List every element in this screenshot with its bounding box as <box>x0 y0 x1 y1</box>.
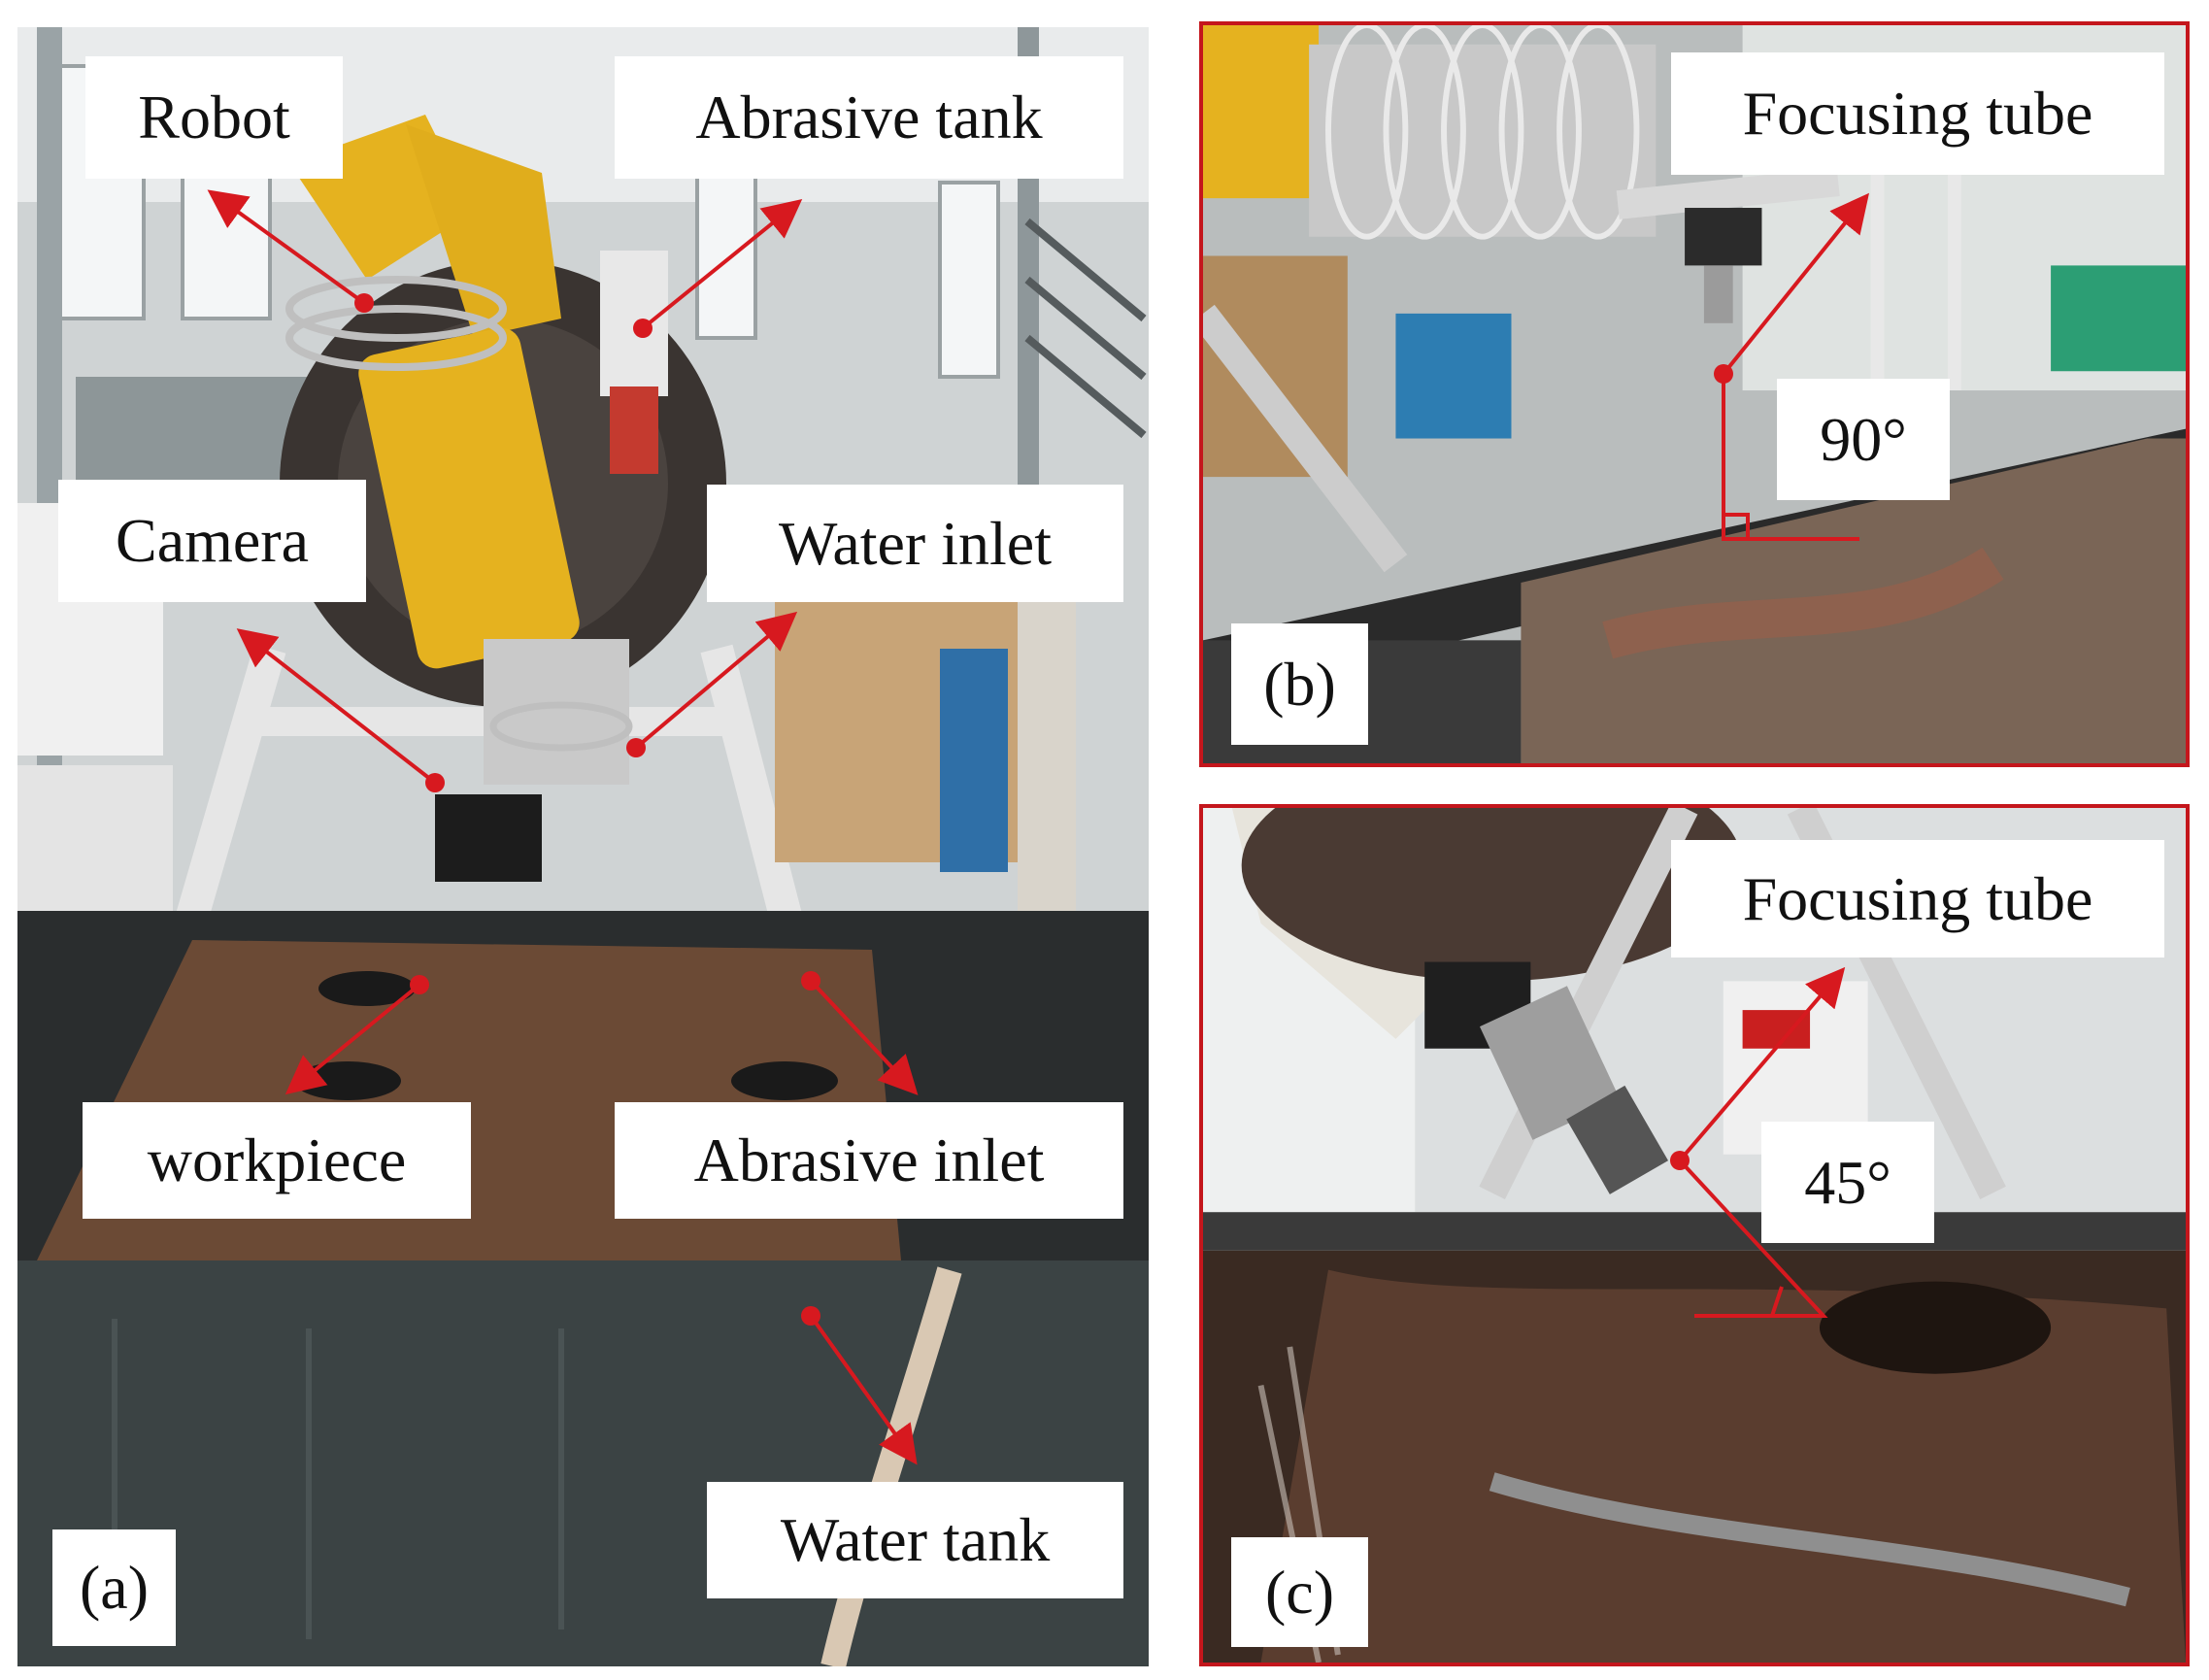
panel-a-scene <box>17 27 1149 1666</box>
panel-a-photo <box>17 27 1149 1666</box>
label-camera: Camera <box>58 480 366 602</box>
label-focusing-tube-b: Focusing tube <box>1671 52 2164 175</box>
label-robot: Robot <box>85 56 343 179</box>
label-focusing-tube-c: Focusing tube <box>1671 840 2164 958</box>
label-angle-45: 45° <box>1761 1122 1934 1243</box>
label-water-tank: Water tank <box>707 1482 1123 1598</box>
panel-tag-b: (b) <box>1231 623 1368 745</box>
panel-tag-a: (a) <box>52 1529 176 1646</box>
label-workpiece: workpiece <box>83 1102 471 1219</box>
label-angle-90: 90° <box>1777 379 1950 500</box>
label-abrasive-tank: Abrasive tank <box>615 56 1123 179</box>
panel-tag-c: (c) <box>1231 1537 1368 1647</box>
label-abrasive-inlet: Abrasive inlet <box>615 1102 1123 1219</box>
label-water-inlet: Water inlet <box>707 485 1123 602</box>
